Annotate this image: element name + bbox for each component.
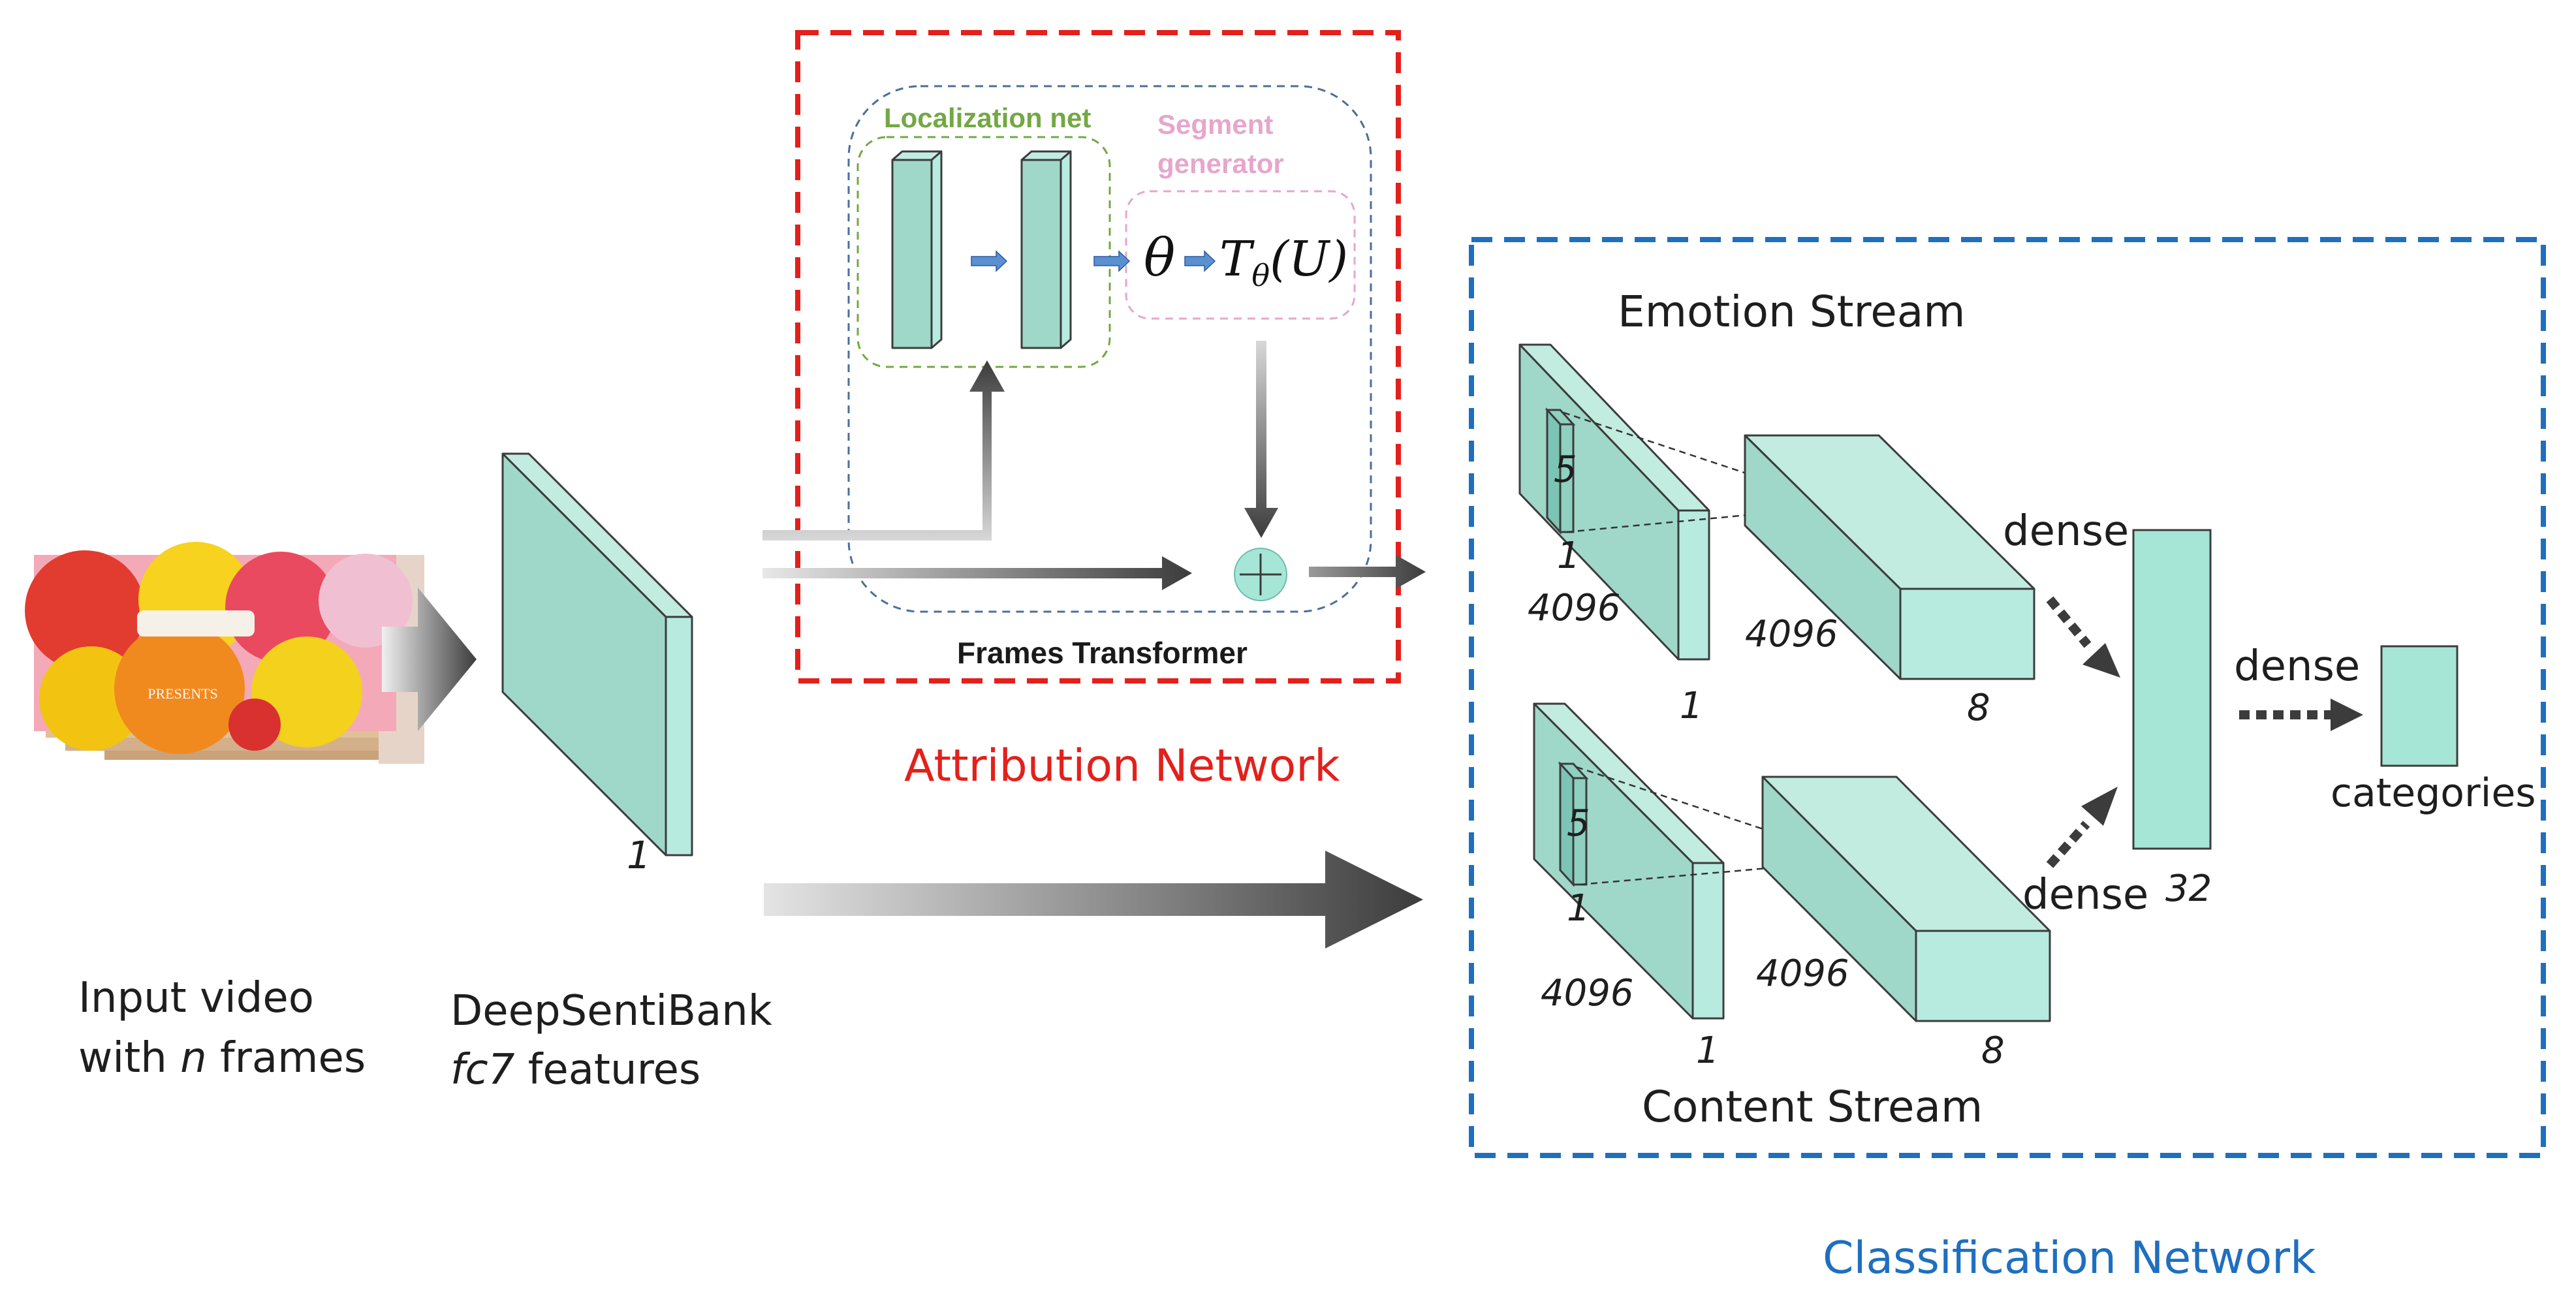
attribution-network-box: [795, 30, 1401, 683]
segment-generator-label-2: generator: [1157, 148, 1284, 179]
fusion-layer-size: 32: [2165, 868, 2212, 910]
features-to-sum-arrow: [762, 556, 1192, 590]
input-video-label-line1: Input video: [78, 974, 314, 1022]
segment-to-sum-arrow: [1244, 341, 1278, 538]
emotion-kernel-width: 1: [1557, 535, 1580, 577]
emotion-dense-connector: [2046, 596, 2092, 648]
segment-generator-label-1: Segment: [1157, 109, 1273, 140]
content-dense-arrowhead: [2081, 787, 2118, 826]
deepsentibank-feature-block: [501, 452, 693, 856]
classification-network-box: [1469, 237, 2546, 1158]
theta-symbol: θ: [1144, 227, 1175, 288]
content-out-width: 8: [1981, 1029, 2005, 1072]
frames-transformer-label: Frames Transformer: [957, 636, 1248, 670]
emotion-dense-arrowhead: [2082, 643, 2120, 678]
localization-net-label: Localization net: [884, 102, 1091, 133]
dense-label-top: dense: [2003, 507, 2129, 556]
content-out-depth: 4096: [1756, 952, 1849, 995]
emotion-output-block: [1744, 434, 2035, 680]
features-to-localization-arrow: [762, 360, 1005, 541]
emotion-stream-label: Emotion Stream: [1618, 287, 1966, 337]
theta-to-transform-arrow: [1184, 250, 1216, 272]
dense-label-right: dense: [2234, 642, 2360, 691]
emotion-width: 1: [1680, 685, 1703, 727]
content-dense-connector: [2046, 821, 2090, 868]
emotion-out-width: 8: [1967, 687, 1990, 729]
emotion-depth: 4096: [1528, 587, 1621, 629]
input-video-thumbnails: PRESENTS: [25, 542, 477, 764]
transform-function: Tθ(U): [1219, 231, 1348, 293]
emotion-out-depth: 4096: [1745, 613, 1838, 655]
content-stream-label: Content Stream: [1642, 1082, 1983, 1132]
dense-label-bottom: dense: [2022, 871, 2148, 919]
content-projection-line-2: [1579, 859, 1858, 886]
deepsentibank-label-line2: fc7 features: [450, 1046, 700, 1094]
deepsentibank-label-line1: DeepSentiBank: [450, 987, 772, 1035]
deepsentibank-dim-label: 1: [627, 833, 651, 877]
categories-output-layer: [2380, 645, 2458, 767]
localization-arrow-1: [971, 250, 1008, 272]
content-output-block: [1761, 776, 2051, 1022]
fusion-dense-layer: [2132, 529, 2212, 850]
segment-generator-box: [1125, 190, 1356, 320]
content-kernel-size: 5: [1567, 802, 1590, 845]
emotion-kernel-size: 5: [1554, 448, 1577, 491]
content-width: 1: [1696, 1029, 1720, 1072]
content-kernel-width: 1: [1567, 887, 1590, 930]
content-depth: 4096: [1541, 972, 1634, 1014]
classification-network-title: Classification Network: [1823, 1232, 2316, 1284]
localization-layer-1: [891, 150, 943, 349]
input-video-label-line2: with n frames: [78, 1034, 366, 1082]
final-dense-arrowhead: [2331, 699, 2363, 731]
categories-label: categories: [2331, 770, 2536, 816]
attribution-output-arrow: [1309, 555, 1426, 589]
attribution-network-title: Attribution Network: [904, 740, 1340, 792]
skip-connection-arrow: [764, 851, 1423, 949]
localization-arrow-2: [1093, 250, 1131, 272]
emotion-projection-line-2: [1566, 505, 1845, 533]
emotion-kernel: [1545, 407, 1576, 535]
thumbnail-caption: PRESENTS: [148, 685, 218, 702]
localization-layer-2: [1020, 150, 1072, 349]
